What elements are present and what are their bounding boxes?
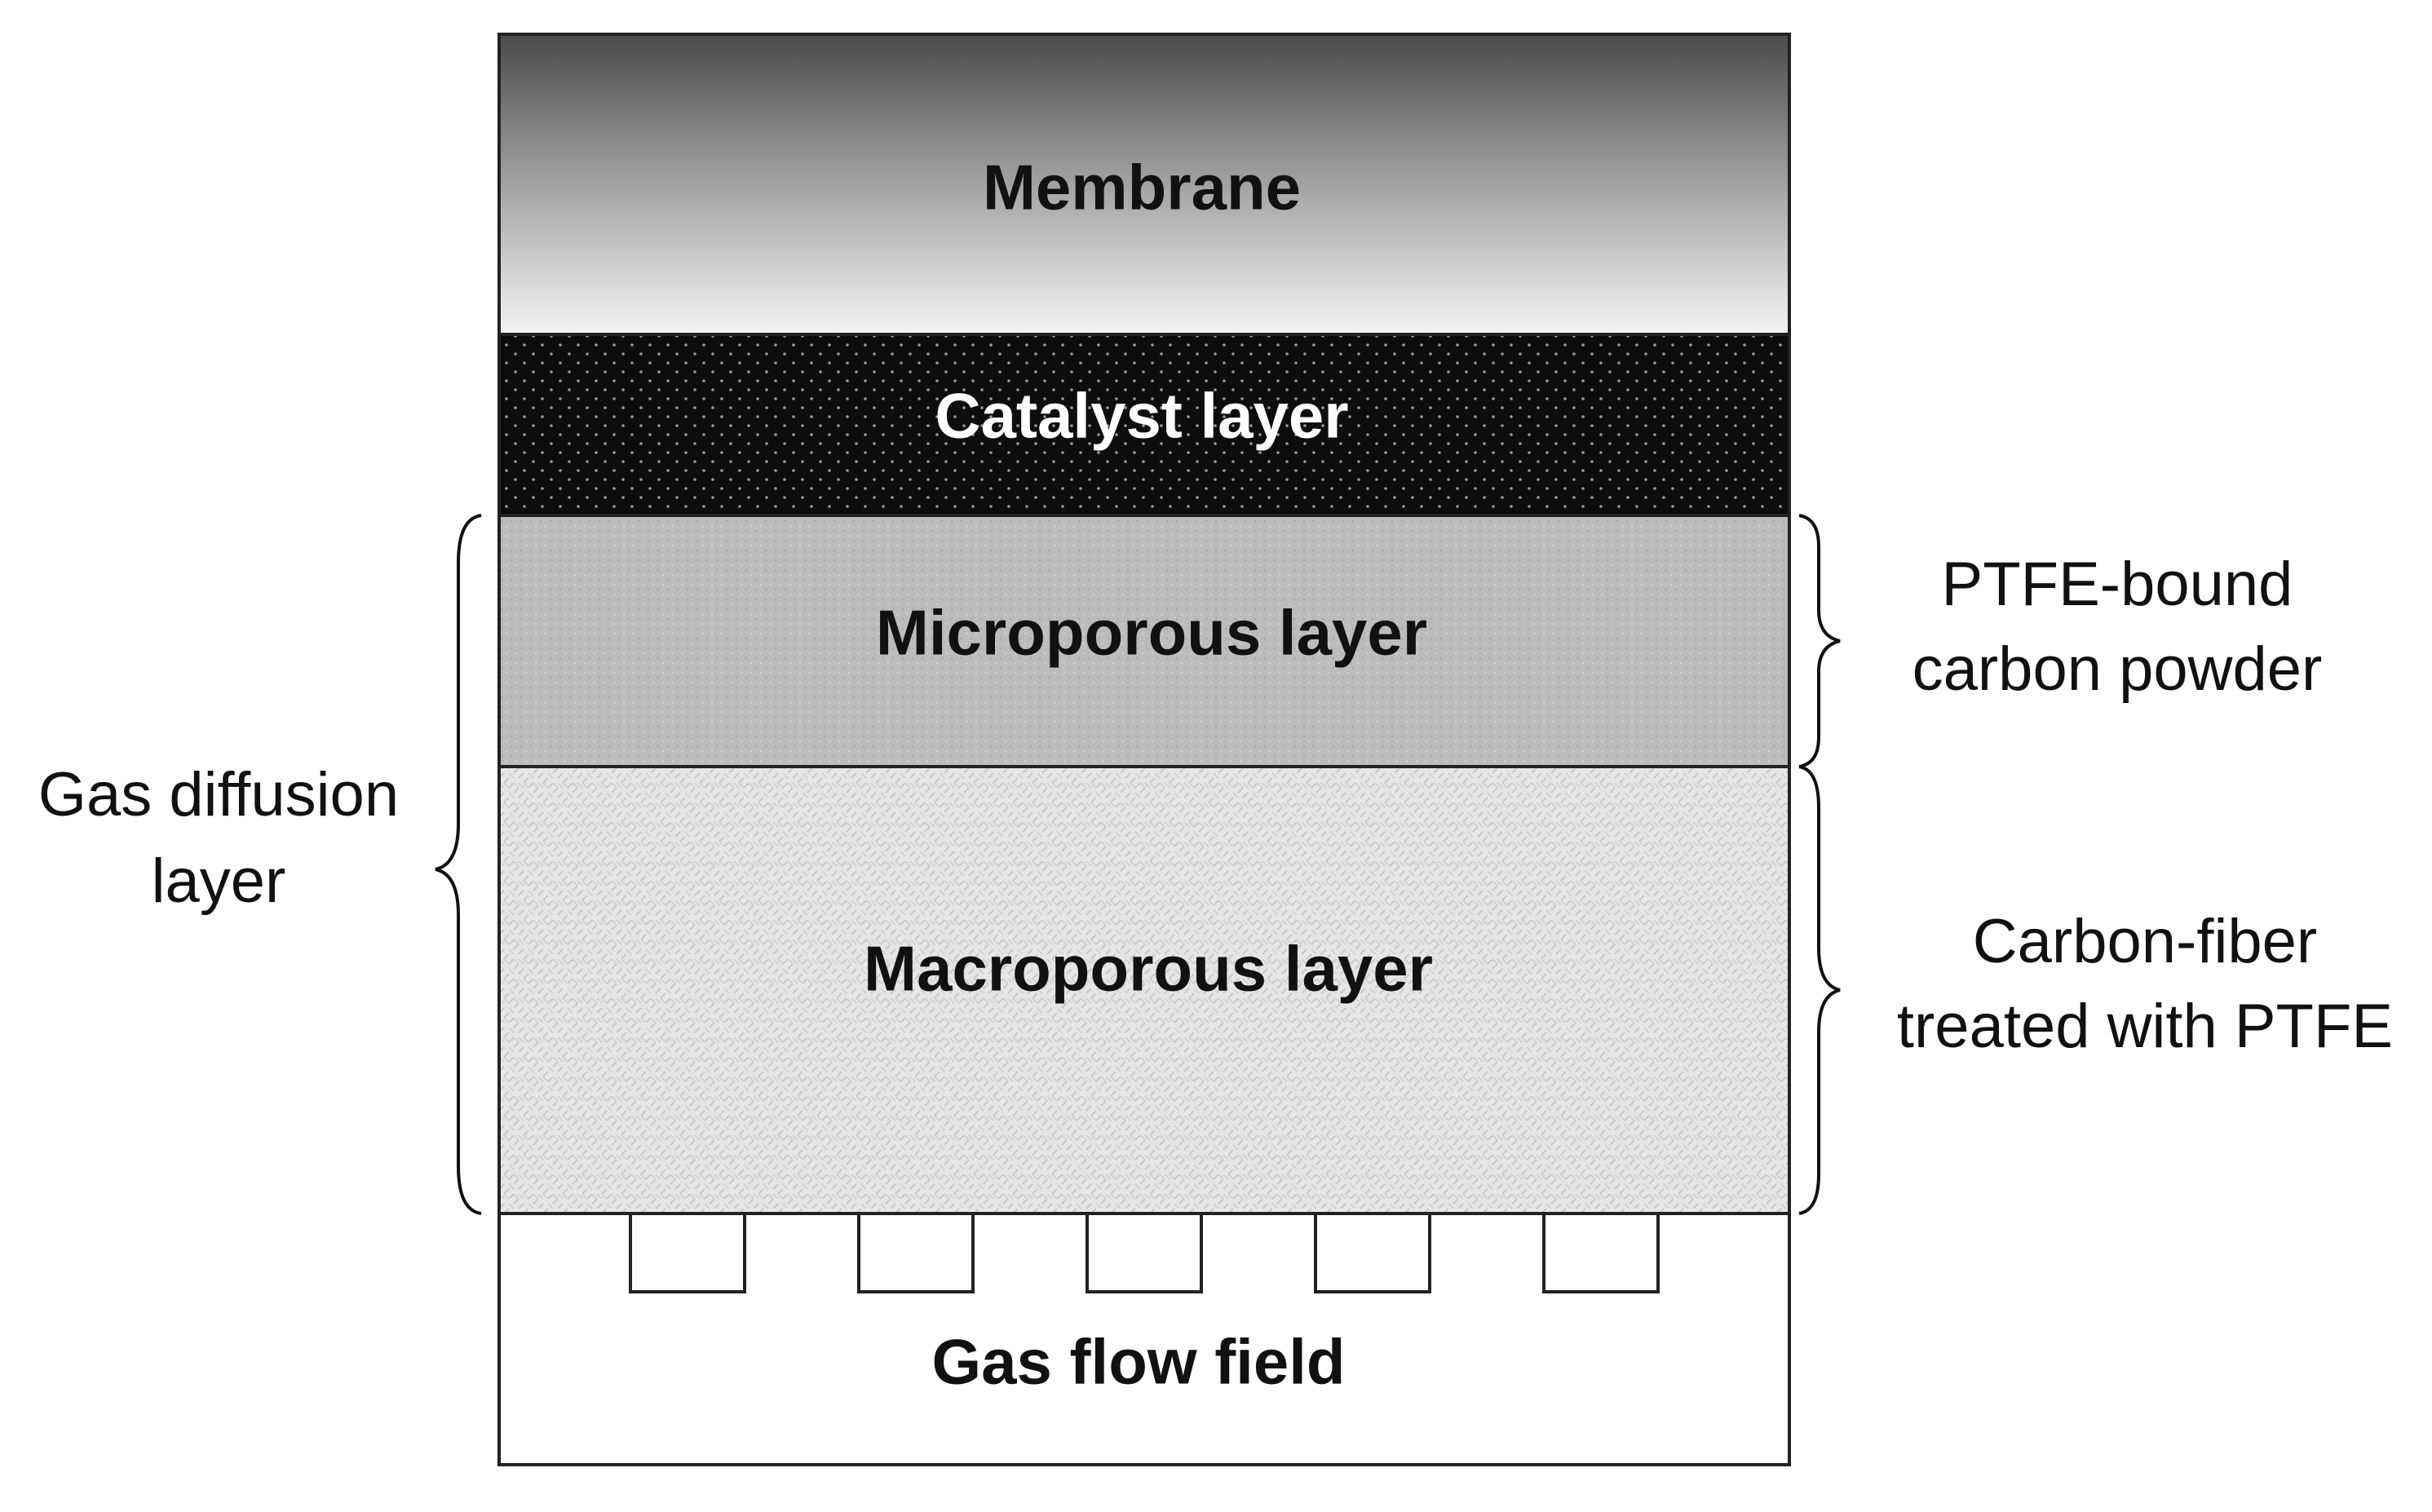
- flow-field-label: Gas flow field: [931, 1326, 1345, 1398]
- macro-label-line2: treated with PTFE: [1897, 992, 2393, 1061]
- flow-channel: [1314, 1212, 1431, 1293]
- macro-label-line1: Carbon-fiber: [1973, 907, 2317, 976]
- membrane-layer: [497, 33, 1791, 336]
- micro-right-brace: [1798, 514, 1841, 768]
- flow-channel: [1542, 1212, 1660, 1293]
- flow-channels: [629, 1212, 1660, 1293]
- macroporous-layer: [497, 765, 1791, 1215]
- microporous-layer: [497, 514, 1791, 768]
- flow-channel: [1086, 1212, 1203, 1293]
- macroporous-label: Macroporous layer: [864, 933, 1433, 1005]
- flow-channel: [629, 1212, 746, 1293]
- micro-label-line2: carbon powder: [1912, 634, 2323, 704]
- macro-right-brace: [1798, 765, 1841, 1215]
- micro-label-line1: PTFE-bound: [1942, 550, 2293, 619]
- gdl-left-brace: [435, 514, 482, 1215]
- catalyst-layer: [497, 333, 1791, 517]
- gdl-label-line2: layer: [152, 847, 286, 916]
- catalyst-label: Catalyst layer: [935, 380, 1348, 452]
- microporous-label: Microporous layer: [876, 597, 1427, 669]
- gdl-label-line1: Gas diffusion: [38, 760, 399, 829]
- flow-channel: [857, 1212, 975, 1293]
- membrane-label: Membrane: [983, 152, 1301, 223]
